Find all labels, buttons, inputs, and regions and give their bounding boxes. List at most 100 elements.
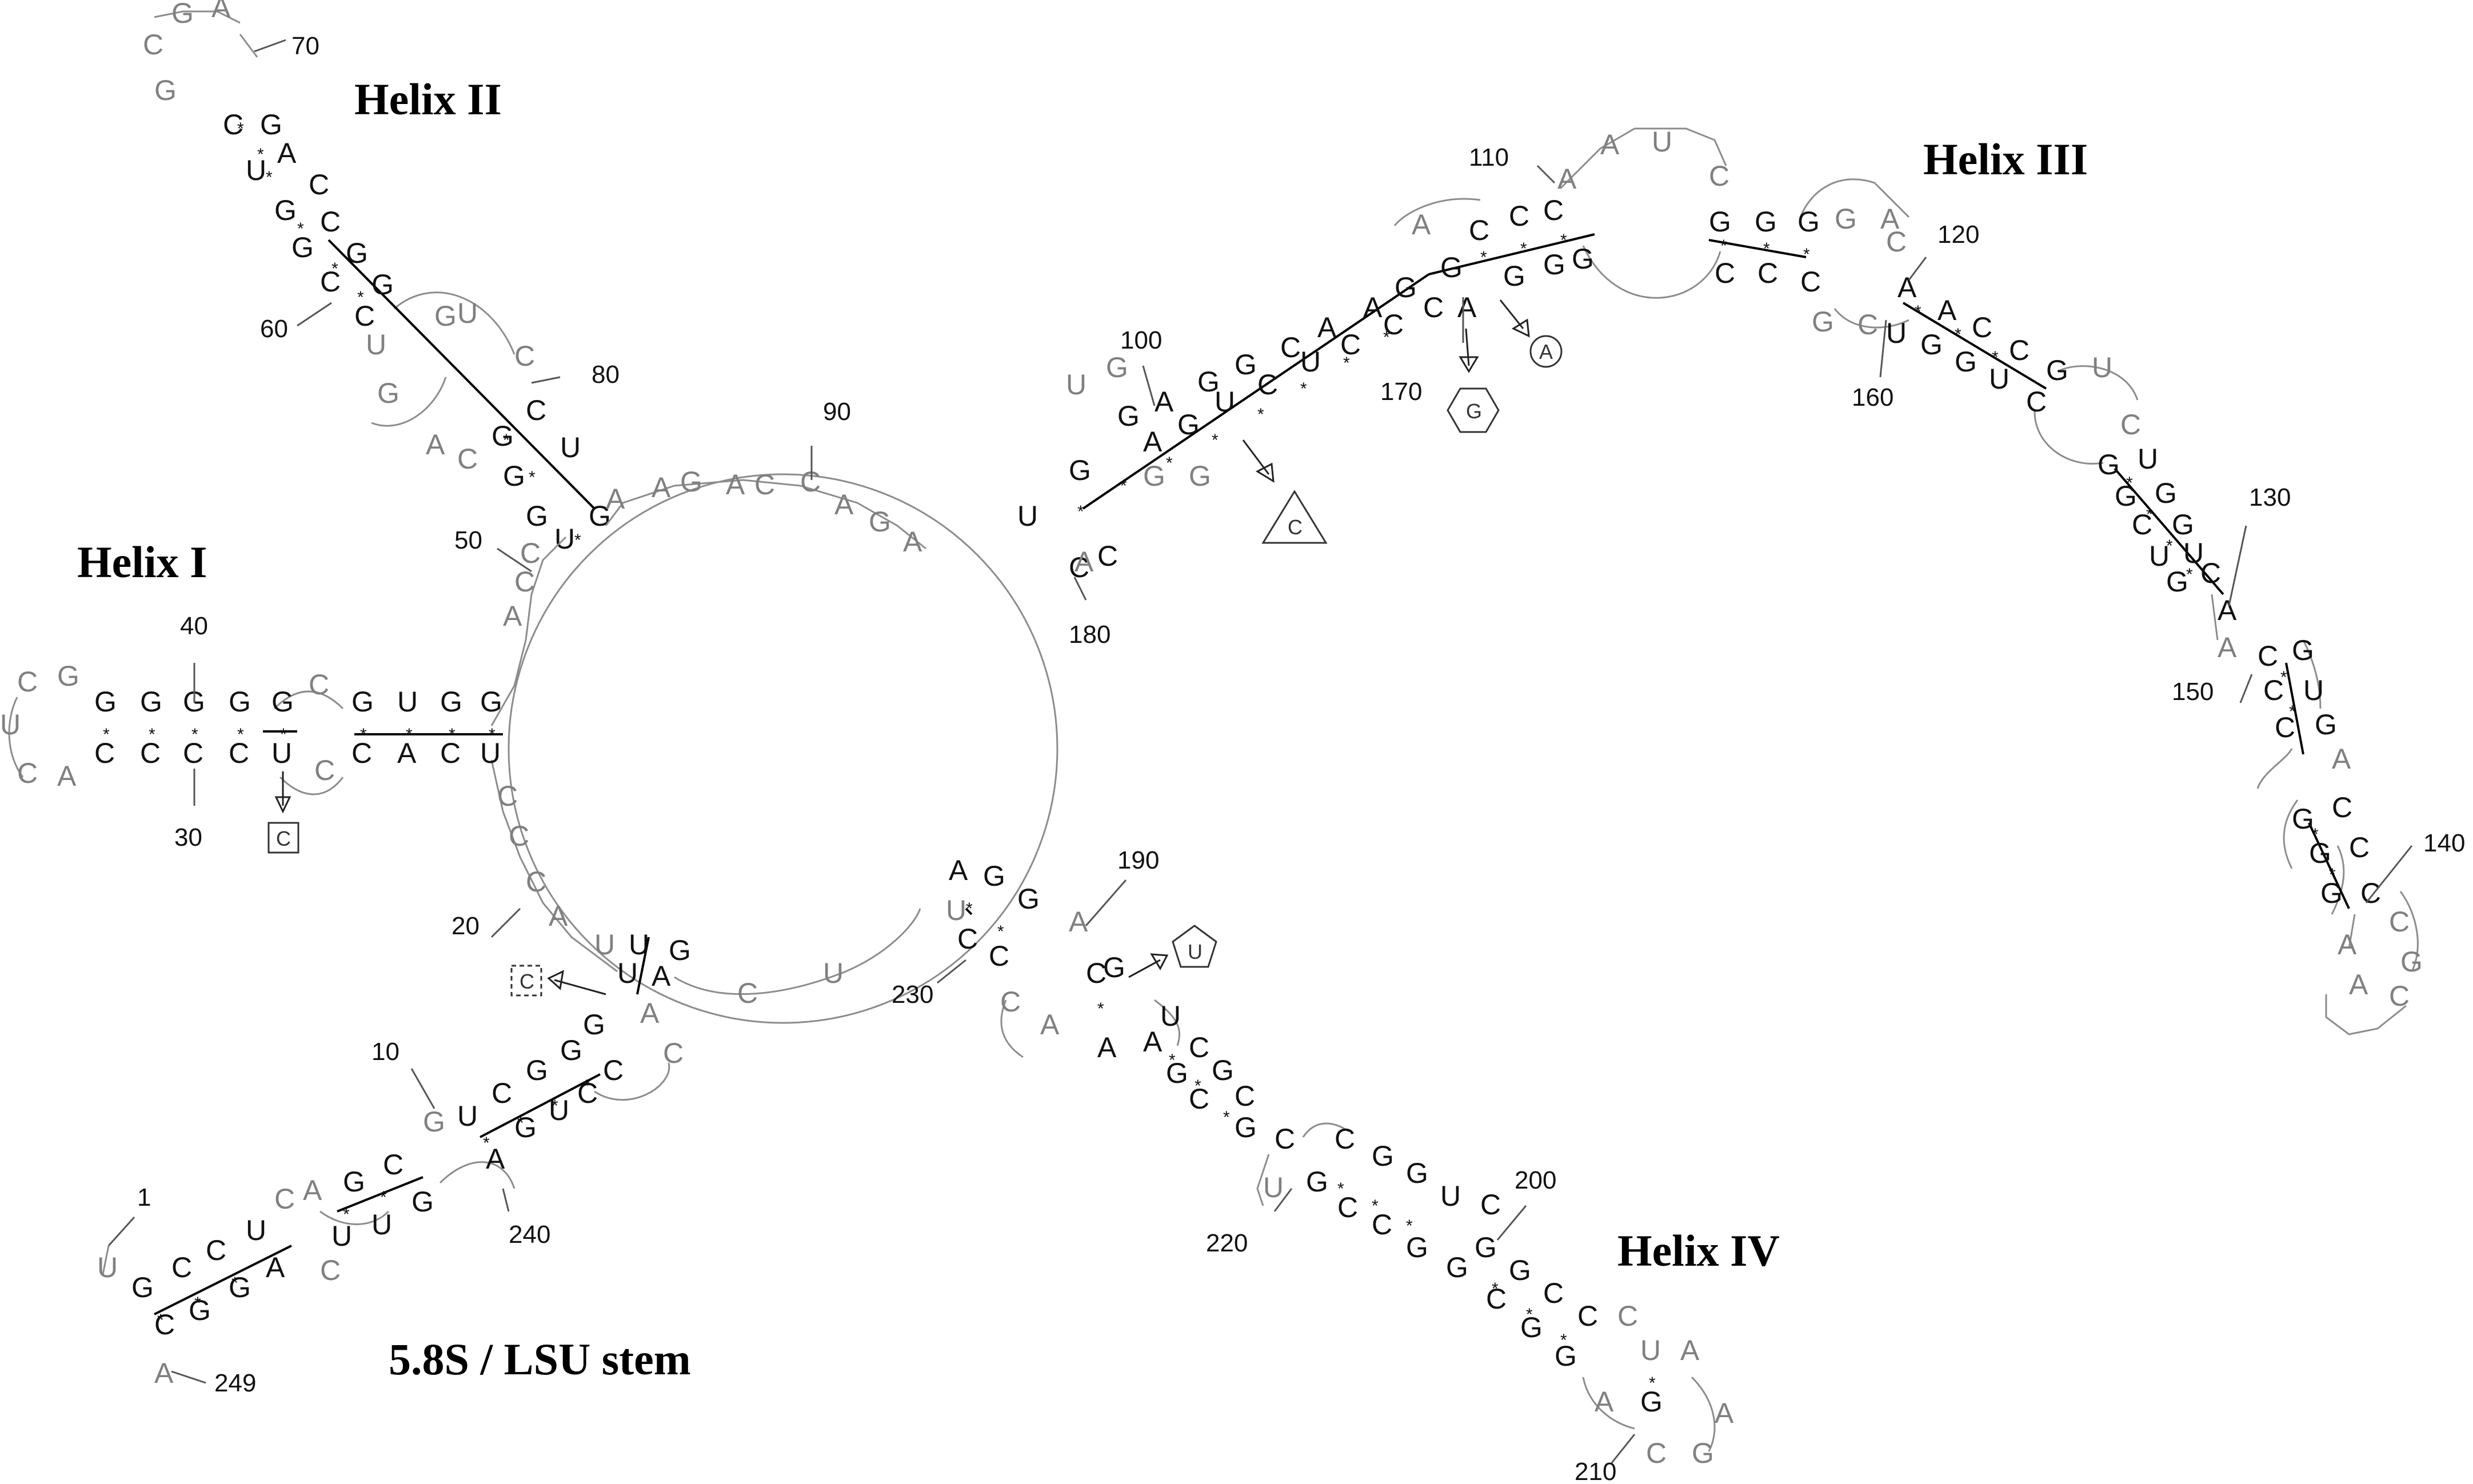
svg-text:C: C [17,666,38,698]
svg-text:G: G [140,686,162,718]
svg-text:*: * [380,1188,387,1207]
svg-text:G: G [1189,460,1211,492]
svg-text:G: G [1920,329,1943,361]
svg-text:A: A [2218,594,2237,626]
svg-text:A: A [640,997,660,1029]
svg-text:*: * [1763,239,1770,258]
svg-text:U: U [594,929,615,961]
svg-text:A: A [652,960,671,992]
svg-text:*: * [1492,1279,1499,1298]
svg-text:A: A [2332,743,2351,775]
svg-text:A: A [1154,386,1174,418]
svg-text:C: C [1709,160,1729,192]
svg-text:G: G [411,1186,434,1218]
svg-text:160: 160 [1852,383,1893,411]
svg-text:*: * [1212,431,1218,450]
svg-text:C: C [2120,409,2141,441]
svg-text:G: G [343,1166,365,1198]
svg-text:C: C [1715,257,1735,289]
svg-text:*: * [2312,825,2319,844]
svg-text:G: G [131,1271,154,1303]
svg-text:C: C [1097,540,1118,572]
svg-text:G: G [1395,271,1417,303]
svg-text:G: G [1466,399,1482,423]
svg-text:*: * [1720,237,1727,255]
svg-text:A: A [1680,1334,1700,1366]
svg-text:*: * [237,725,244,744]
svg-text:U: U [1300,346,1321,378]
svg-text:C: C [1280,331,1301,363]
svg-text:G: G [1234,349,1257,381]
helix-ii-pair-marks: * * * * * * * * * [237,119,581,550]
svg-text:G: G [526,1054,548,1086]
svg-text:G: G [1117,400,1140,432]
svg-text:90: 90 [823,398,851,426]
svg-text:G: G [271,686,294,718]
svg-text:U: U [397,686,418,718]
svg-text:G: G [189,1294,211,1326]
svg-text:G: G [1446,1251,1468,1283]
svg-text:U: U [246,154,266,186]
svg-text:*: * [1955,325,1961,344]
svg-text:A: A [1600,129,1620,161]
svg-text:C: C [1646,1437,1667,1469]
svg-text:G: G [2155,477,2177,509]
svg-text:*: * [1343,354,1350,373]
svg-text:A: A [1074,546,1094,578]
variant-circle-a: A [1499,299,1563,368]
svg-text:C: C [320,206,341,238]
svg-text:G: G [1106,351,1128,383]
svg-text:A: A [211,0,231,23]
svg-text:C: C [1335,1123,1355,1155]
svg-text:C: C [206,1234,226,1266]
svg-text:C: C [2389,906,2410,938]
svg-text:*: * [2146,505,2153,524]
svg-text:A: A [1412,209,1431,241]
svg-text:C: C [989,940,1009,972]
svg-text:C: C [94,737,115,769]
svg-text:C: C [171,1251,192,1283]
svg-text:C: C [526,394,546,426]
svg-text:G: G [1475,1231,1497,1263]
svg-text:U: U [1989,363,2009,395]
svg-text:G: G [2098,449,2120,481]
svg-text:*: * [2126,474,2133,493]
svg-text:A: A [57,760,77,792]
svg-text:G: G [1212,1054,1234,1086]
helix-iii-pair-marks: * * * * * * * * * * * * * * * * * * * * … [1077,231,2336,884]
helix-i: C G U C A G G G G G C C C C U C C G U G … [0,536,618,973]
svg-text:U: U [2092,351,2112,383]
svg-text:C: C [223,109,243,141]
svg-text:U: U [0,709,21,741]
svg-text:249: 249 [214,1369,256,1397]
svg-text:A: A [1457,291,1477,323]
svg-text:230: 230 [892,981,933,1009]
svg-text:*: * [191,725,198,744]
svg-text:U: U [2138,443,2158,475]
svg-text:140: 140 [2423,829,2465,857]
helix-iv-nucleotides: U A G G A C C C A C G U A A C G G C C G … [946,854,1734,1469]
svg-text:U: U [823,957,844,989]
variant-dashed-square-c: C [510,965,606,997]
svg-text:180: 180 [1069,621,1110,649]
svg-text:G: G [1755,206,1777,238]
svg-text:G: G [423,1106,445,1138]
svg-text:*: * [1169,1051,1176,1070]
svg-text:C: C [276,827,291,850]
stem-58s-lsu: U G C C U C A G C G U C G G G U U C G G … [97,908,921,1389]
svg-text:G: G [274,194,297,226]
svg-text:G: G [154,74,177,106]
svg-text:G: G [1797,206,1820,238]
svg-text:*: * [517,1114,524,1133]
variant-triangle-c: C [1242,439,1328,544]
svg-text:C: C [2026,386,2047,418]
svg-text:C: C [154,1309,175,1341]
svg-text:*: * [529,468,536,487]
svg-text:*: * [231,1274,238,1293]
svg-text:C: C [309,169,329,201]
svg-text:U: U [2303,674,2324,706]
svg-text:U: U [1652,126,1672,158]
svg-text:220: 220 [1206,1229,1248,1257]
svg-text:C: C [140,737,161,769]
svg-text:U: U [1017,500,1038,532]
